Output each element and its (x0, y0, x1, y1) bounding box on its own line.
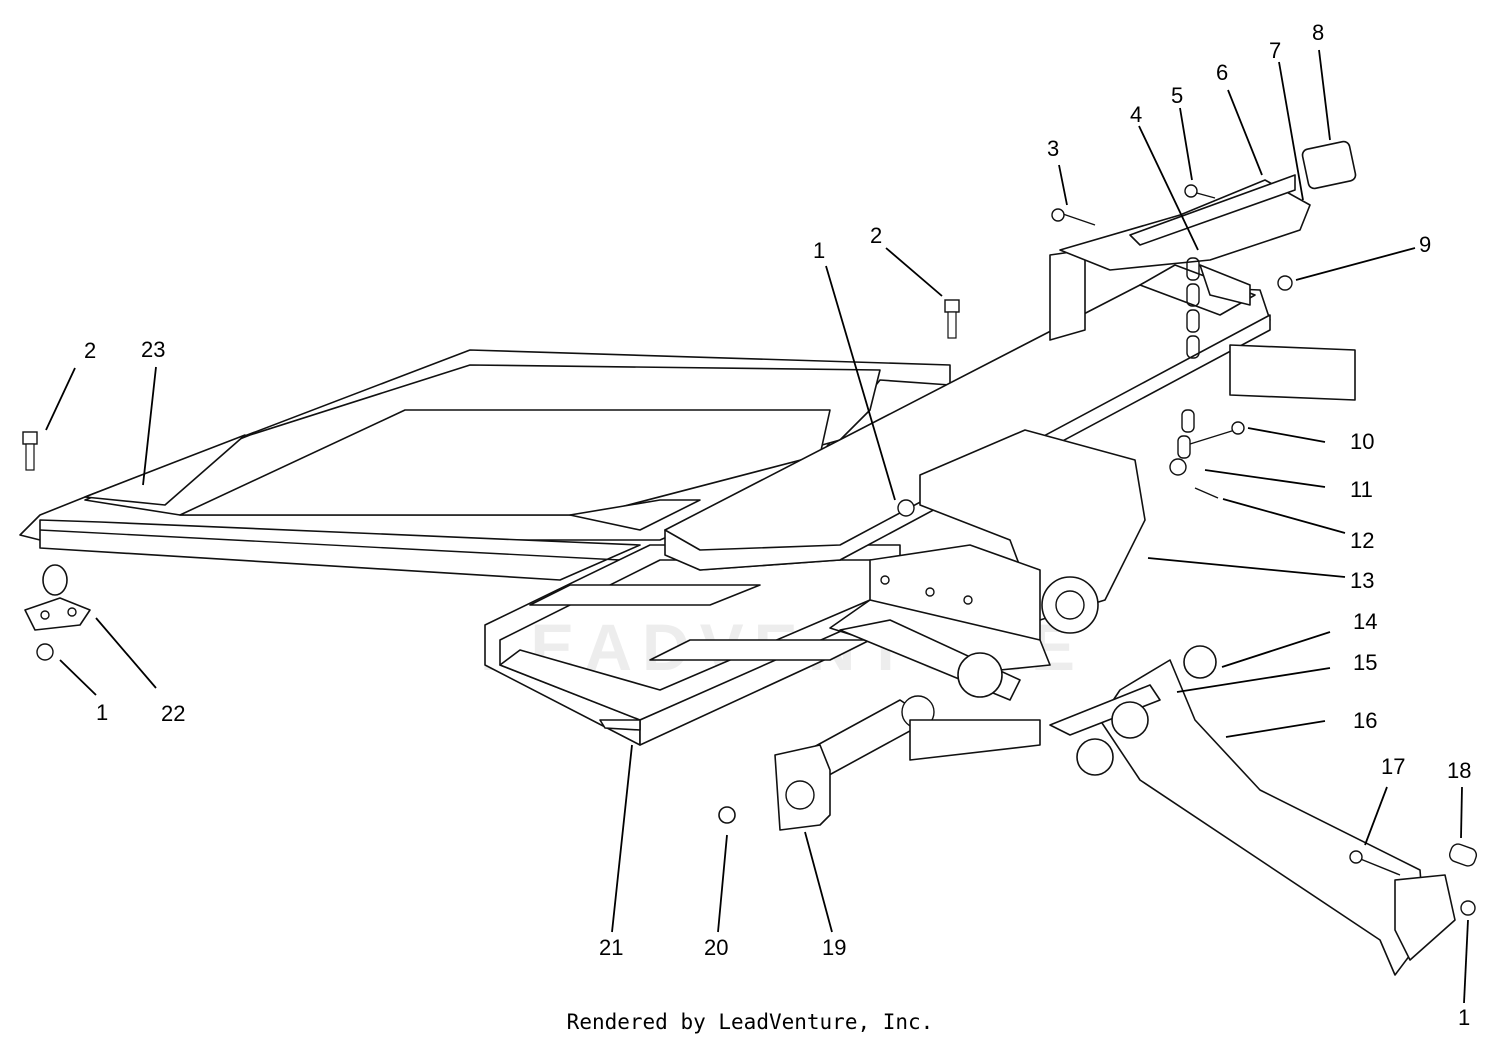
safety-chain (1169, 257, 1200, 476)
bolt-17 (1349, 850, 1401, 876)
bolt-10 (1189, 421, 1245, 445)
pin-18 (1448, 843, 1478, 867)
hitch-22 (24, 564, 91, 631)
callout-16: 16 (1353, 708, 1377, 733)
pin-12 (1194, 487, 1219, 499)
hitch-plates (1051, 140, 1357, 401)
callout-18: 18 (1447, 758, 1471, 783)
callout-labels: 1 2 3 4 5 6 7 8 9 2 23 10 11 12 13 14 15… (84, 20, 1471, 1030)
pivot-bracket (829, 429, 1146, 671)
callout-13: 13 (1350, 568, 1374, 593)
deck-frame (19, 349, 951, 581)
main-beam (664, 249, 1271, 571)
callout-9: 9 (1419, 232, 1431, 257)
nut-1a (897, 499, 915, 517)
callout-20: 20 (704, 935, 728, 960)
callout-11: 11 (1350, 477, 1373, 502)
bolt-2a (944, 299, 960, 339)
nut-1c (1460, 900, 1476, 916)
callout-8: 8 (1312, 20, 1324, 45)
callout-7: 7 (1269, 38, 1281, 63)
callout-2: 2 (84, 338, 96, 363)
callout-2: 2 (870, 223, 882, 248)
callout-5: 5 (1171, 83, 1183, 108)
callout-23: 23 (141, 337, 165, 362)
bolt-20 (718, 806, 736, 824)
callout-21: 21 (599, 935, 623, 960)
callout-1: 1 (813, 238, 825, 263)
pin-19 (774, 744, 831, 831)
callout-19: 19 (822, 935, 846, 960)
rendered-by-credit: Rendered by LeadVenture, Inc. (566, 1010, 934, 1034)
callout-12: 12 (1350, 528, 1374, 553)
callout-10: 10 (1350, 429, 1374, 454)
callout-3: 3 (1047, 136, 1059, 161)
callout-6: 6 (1216, 60, 1228, 85)
callout-14: 14 (1353, 609, 1377, 634)
callout-1: 1 (1458, 1005, 1470, 1030)
callout-22: 22 (161, 701, 185, 726)
callout-17: 17 (1381, 754, 1405, 779)
callout-4: 4 (1130, 102, 1142, 127)
bolt-2b (22, 431, 38, 471)
nut-1b (36, 643, 54, 661)
callout-1: 1 (96, 700, 108, 725)
yoke-arm (1049, 645, 1456, 976)
callout-15: 15 (1353, 650, 1377, 675)
leader-lines (45, 49, 1469, 1004)
